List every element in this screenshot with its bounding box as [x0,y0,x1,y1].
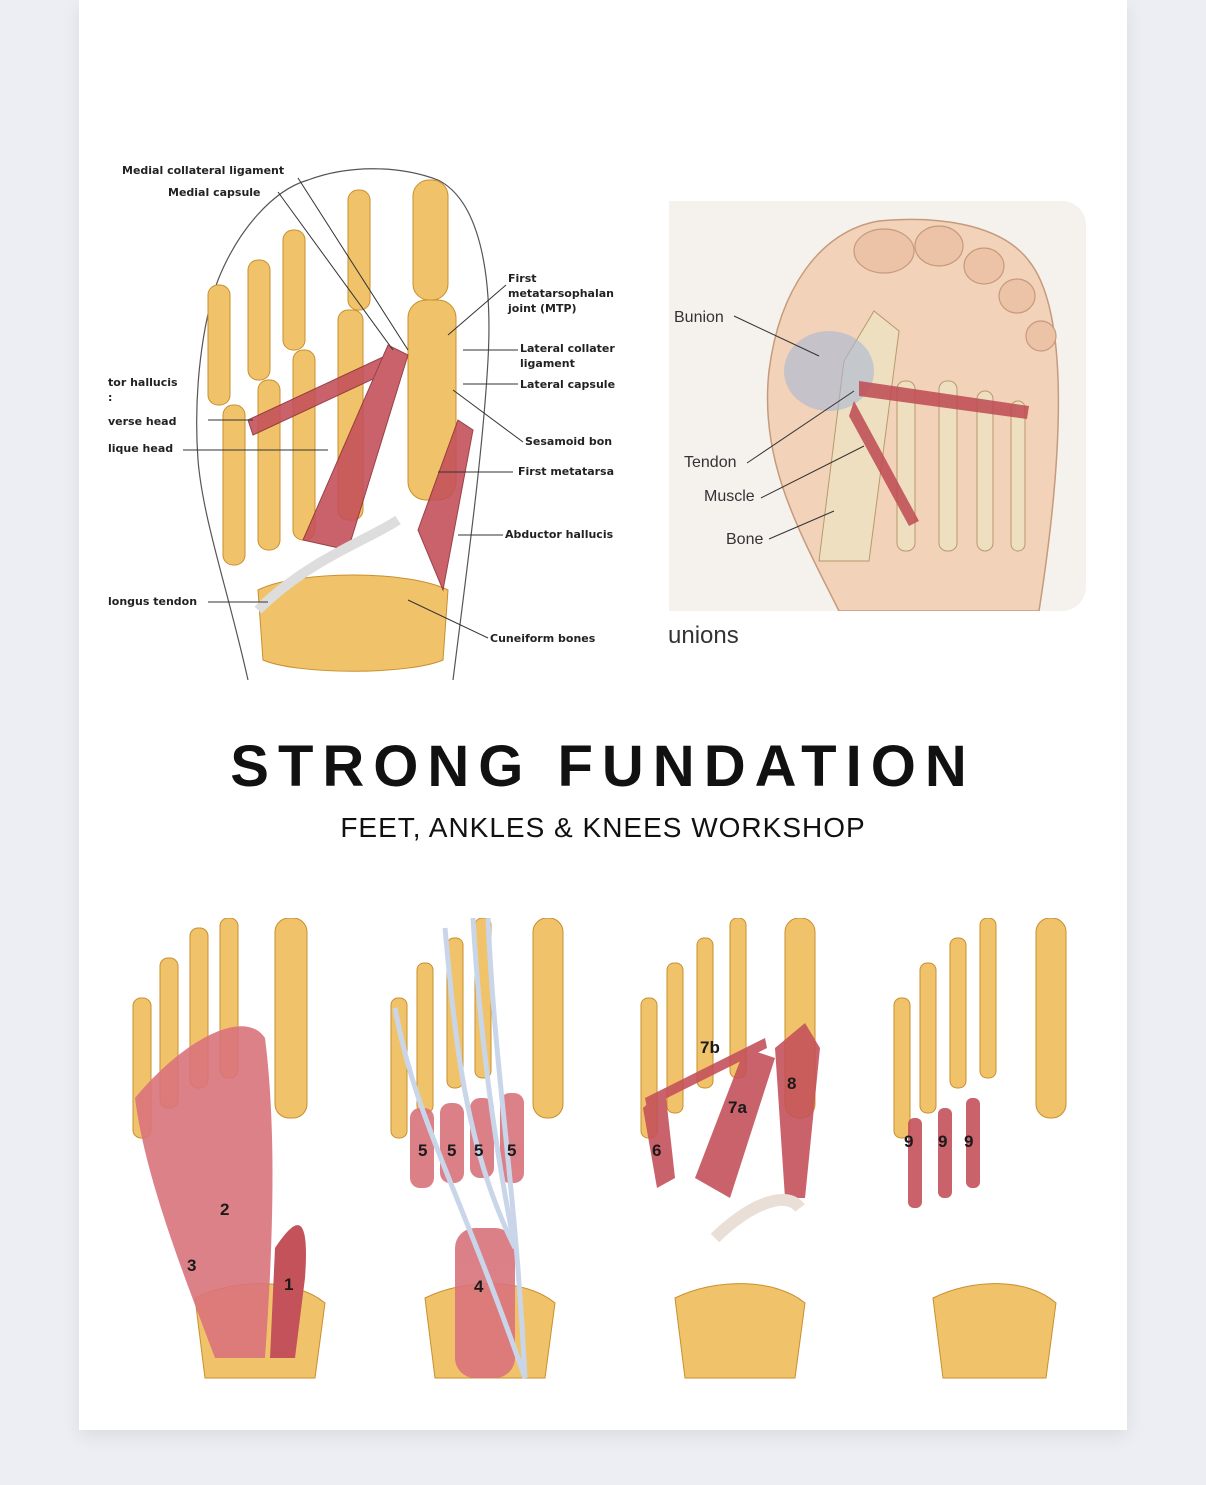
label-cuneiform: Cuneiform bones [490,632,596,645]
muscle-number: 8 [787,1074,796,1093]
image-caption[interactable]: unions [668,622,739,649]
label-longus-tendon: longus tendon [108,595,197,608]
label-adductor-hallucis: : [108,391,112,404]
label-tendon: Tendon [684,454,737,471]
label-first-mtp: First [508,272,537,285]
label-medial-capsule: Medial capsule [168,186,261,199]
muscle-number: 5 [507,1141,516,1160]
label-bone: Bone [726,531,763,548]
label-oblique-head: lique head [108,442,173,455]
muscle-number: 4 [474,1277,484,1296]
muscle-number: 3 [187,1256,196,1275]
muscle-number: 7b [700,1038,720,1057]
label-first-metatarsal: First metatarsa [518,465,614,478]
muscle-panel-1: 2 3 1 [125,918,355,1383]
muscle-number: 9 [964,1132,973,1151]
label-lateral-collateral: Lateral collater [520,342,615,355]
label-first-mtp: metatarsophalan [508,287,614,300]
muscle-number: 2 [220,1200,229,1219]
muscle-panel-4: 9 9 9 [888,918,1088,1383]
muscle-number: 9 [938,1132,947,1151]
muscle-number: 6 [652,1141,661,1160]
label-medial-collateral: Medial collateral ligament [122,164,284,177]
page-title: STRONG FUNDATION [230,734,976,799]
bunion-image-card[interactable]: Bunion Tendon Muscle Bone [669,201,1086,611]
muscle-number: 5 [447,1141,456,1160]
muscle-panel-2: 5 5 5 5 4 [385,918,585,1383]
label-lateral-collateral: ligament [520,357,575,370]
muscle-number: 1 [284,1275,293,1294]
label-first-mtp: joint (MTP) [507,302,577,315]
muscle-number: 9 [904,1132,913,1151]
label-adductor-hallucis: tor hallucis [108,376,178,389]
page-subtitle: FEET, ANKLES & KNEES WORKSHOP [340,812,866,843]
label-muscle: Muscle [704,488,755,505]
muscle-number: 5 [474,1141,483,1160]
muscle-number: 7a [728,1098,747,1117]
label-lateral-capsule: Lateral capsule [520,378,615,391]
label-abductor-hallucis: Abductor hallucis [505,528,614,541]
foot-anatomy-figure: Medial collateral ligament Medial capsul… [108,160,628,685]
label-bunion: Bunion [674,309,724,326]
label-transverse-head: verse head [108,415,176,428]
muscle-panel-3: 7b 7a 8 6 [635,918,835,1383]
muscle-number: 5 [418,1141,427,1160]
label-sesamoid: Sesamoid bon [525,435,612,448]
